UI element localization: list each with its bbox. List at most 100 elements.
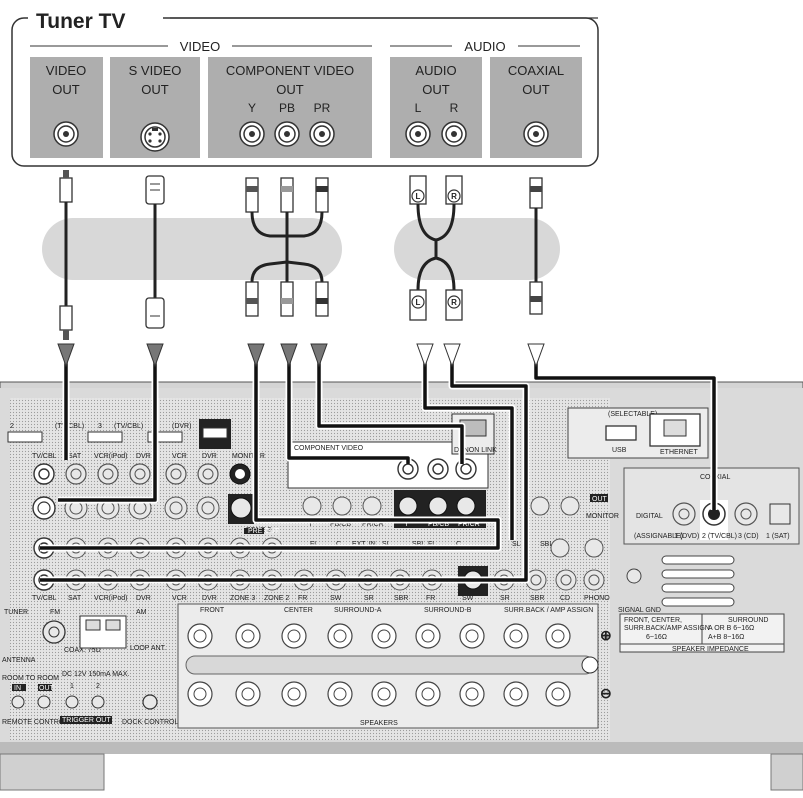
wire-audio-l [423,360,514,540]
speaker-posts-top [187,623,571,649]
component-pin-label-pb: PB/CB [428,521,449,528]
row4-label-9: FR [298,595,307,602]
coaxial-out-jack [523,121,549,147]
s-video-jacks-row: ZONE 3 [32,494,271,534]
row4-label-2: VCR(iPod) [94,595,127,602]
connection-wires [40,343,718,584]
row4-label-17: CD [560,595,570,602]
usb-ethernet-panel: (SELECTABLE) USB ETHERNET [567,407,709,459]
audio-pin-l: L [415,101,422,115]
coaxial-cable [529,177,543,315]
hdmi-label-0: 2 [10,423,14,430]
wire-s-video [58,360,157,502]
speaker-posts-bottom [187,681,571,707]
channel-sl-2: SL [512,541,521,548]
speaker-group-surr-back: SURR.BACK / AMP ASSIGN [504,607,593,614]
impedance-footer: SPEAKER IMPEDANCE [672,646,749,653]
audio-cable-band [394,218,560,280]
row4-label-0: TV/CBL [32,595,57,602]
dock-control-label: DOCK CONTROL [122,719,179,726]
arrow-component-pb [280,343,298,368]
hdmi-label-1: (TV/CBL) [55,423,84,430]
row4-label-14: SW [462,595,474,602]
plug-marker-l-top: L [416,192,421,201]
row4-label-13: FR [426,595,435,602]
trigger-out-label: TRIGGER OUT [62,717,111,724]
trigger-pin-2: 2 [96,683,100,690]
impedance-left-2: SURR.BACK/AMP ASSIGN [624,625,710,632]
component-pin-pr: PR [314,101,331,115]
row-label-5: DVR [202,453,217,460]
impedance-right-3: A+B 8~16Ω [708,634,744,641]
out-label: OUT [592,496,608,503]
audio-out-label-1: AUDIO [415,63,456,78]
coax-label: COAX. 75Ω [64,647,101,654]
component-cable [245,177,329,317]
component-pin-label-y: Y [404,521,409,528]
remote-control-label: REMOTE CONTROL [2,719,68,726]
rca-jacks-row-1 [33,463,251,485]
audio-out-block: AUDIO OUT L R [390,57,482,158]
arrow-component-pr [310,343,328,368]
tuner-section: TUNER FM AM COAX. 75Ω LOOP ANT. ANTENNA [2,609,166,664]
s-video-out-jack [140,122,170,152]
digital-label: DIGITAL [636,513,663,520]
video-cable [59,170,73,340]
component-in2-y: Y [308,521,313,528]
row4-label-15: SR [500,595,510,602]
channel-sbl-2: SBL [540,541,553,548]
zone-label-2: PRE OUT [248,528,280,535]
plug-marker-l-bottom: L [416,298,421,307]
digital-input-4: 1 (SAT) [766,533,790,540]
speaker-impedance-box: FRONT, CENTER, SURR.BACK/AMP ASSIGN 6~16… [619,613,785,653]
digital-input-1: 1 (DVD) [674,533,699,540]
coaxial-out-label-1: COAXIAL [508,63,564,78]
coaxial-out-label-2: OUT [522,82,550,97]
loop-label: LOOP ANT. [130,645,166,652]
video-out-label-2: OUT [52,82,80,97]
component-pin-label-pr: PR/CR [458,521,480,528]
hdmi-label-4: (DVR) [172,423,191,430]
row4-label-3: DVR [136,595,151,602]
control-section: ROOM TO ROOM IN OUT REMOTE CONTROL DC 12… [2,671,179,726]
usb-label: USB [612,447,627,454]
out-small-label: OUT [39,685,55,692]
row4-label-16: SBR [530,595,544,602]
usb-port [605,425,637,441]
vent-and-gnd: SIGNAL GND [618,555,735,614]
fm-label: FM [50,609,60,616]
row4-label-7: ZONE 3 [230,595,255,602]
wire-component-pr [317,360,464,464]
row4-label-12: SBR [394,595,408,602]
audio-out-label-2: OUT [422,82,450,97]
component-video-label: COMPONENT VIDEO [294,445,364,452]
component-out-label-2: OUT [276,82,304,97]
s-video-out-label-2: OUT [141,82,169,97]
trigger-pin-1: 1 [70,683,74,690]
wire-component-pb [287,360,410,464]
row4-label-8: ZONE 2 [264,595,289,602]
wire-component-y [40,360,500,550]
selectable-label: (SELECTABLE) [608,411,657,418]
plus-icon: ⊕ [600,627,612,643]
monitor-label: MONITOR [586,513,619,520]
row-label-6: MONITOR [232,453,265,460]
row-label-1: SAT [68,453,82,460]
signal-gnd-label: SIGNAL GND [618,607,661,614]
audio-cable: L R L R [409,175,463,321]
impedance-left-1: FRONT, CENTER, [624,617,682,624]
speakers-label: SPEAKERS [360,720,398,727]
audio-pin-r: R [450,101,459,115]
speaker-group-center: CENTER [284,607,313,614]
row4-label-5: DVR [202,595,217,602]
speaker-group-surround-b: SURROUND-B [424,607,472,614]
tuner-label: TUNER [4,609,28,616]
arrow-coaxial [527,343,545,368]
component-in2-pb: PB/CB [330,521,351,528]
s-video-cable [145,175,165,329]
wire-coaxial [534,360,716,510]
speaker-terminals: FRONT CENTER SURROUND-A SURROUND-B SURR.… [177,603,612,729]
row4-label-1: SAT [68,595,82,602]
coaxial-out-block: COAXIAL OUT [490,57,582,158]
